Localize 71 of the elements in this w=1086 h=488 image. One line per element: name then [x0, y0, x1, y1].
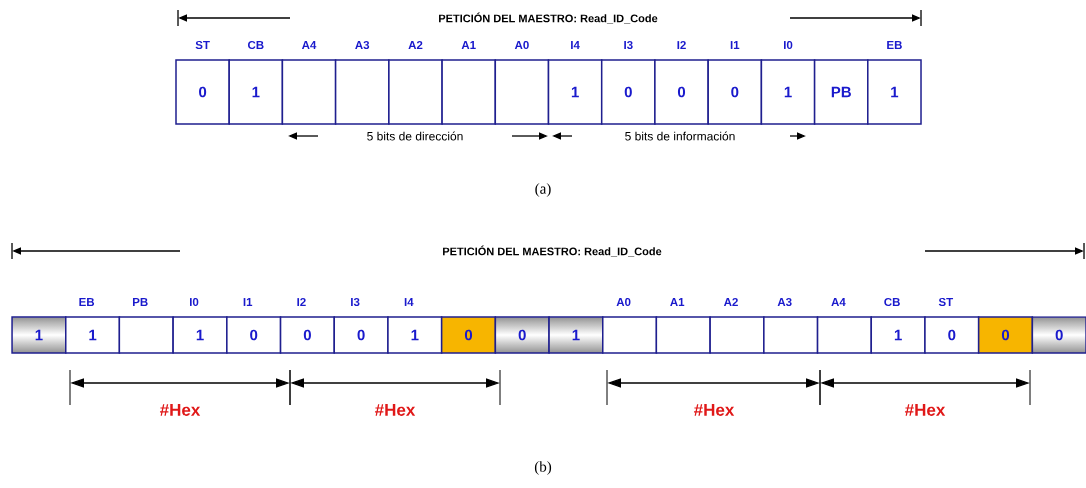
bit-label: EB [77, 297, 96, 307]
bit-label: A4 [300, 40, 318, 50]
bit-cell [763, 316, 819, 354]
bit-cell: 0 [600, 59, 656, 125]
bit-cell [118, 316, 174, 354]
bit-label: I4 [403, 297, 415, 307]
bit-label: EB [885, 40, 904, 50]
bit-cell: 1 [65, 316, 121, 354]
bit-cell [281, 59, 337, 125]
bit-label: A0 [615, 296, 632, 308]
bit-cell [334, 59, 390, 125]
bit-cell: 1 [548, 316, 604, 354]
bit-cell: 1 [870, 316, 926, 354]
bit-cell: 0 [1031, 316, 1086, 354]
bit-label: CB [882, 296, 902, 308]
bit-cell: 0 [175, 59, 230, 125]
bit-cell: 0 [333, 316, 389, 354]
bit-cell: 0 [226, 316, 282, 354]
panel-caption: (a) [533, 182, 553, 198]
bit-cell: PB [813, 59, 869, 125]
bit-cell: 1 [387, 316, 443, 354]
bit-cell: 1 [867, 59, 922, 125]
bit-label: A1 [668, 297, 686, 307]
bit-label: I4 [569, 40, 581, 50]
bit-label: I2 [295, 297, 308, 307]
bit-cell: 0 [977, 316, 1034, 354]
bit-label: I2 [675, 40, 688, 50]
bit-label: I0 [782, 39, 794, 51]
bit-label: PB [131, 297, 150, 307]
bit-cell: 0 [279, 316, 335, 354]
title-text: PETICIÓN DEL MAESTRO: Read_ID_Code [441, 244, 663, 258]
bit-label: I3 [349, 296, 361, 308]
bit-label: CB [246, 39, 266, 51]
range-label: 5 bits de información [623, 130, 737, 142]
hex-label: #Hex [373, 403, 417, 417]
bit-label: A4 [830, 297, 847, 307]
bit-cell [655, 316, 711, 354]
bit-label: I1 [241, 297, 254, 307]
bit-cell [816, 316, 872, 354]
bit-cell [494, 59, 550, 125]
bit-cell: 1 [172, 316, 228, 354]
bit-cell [709, 316, 765, 354]
bit-label: I0 [188, 296, 200, 308]
bit-cell [388, 59, 443, 125]
range-label: 5 bits de dirección [365, 130, 465, 142]
bit-cell: 1 [547, 59, 603, 125]
hex-label: #Hex [903, 403, 947, 417]
bit-cell: 0 [440, 316, 497, 354]
hex-label: #Hex [158, 403, 202, 417]
bit-cell: 1 [760, 59, 816, 125]
bit-label: A3 [776, 296, 794, 308]
bit-label: A1 [460, 40, 478, 50]
bit-label: I3 [622, 39, 635, 51]
bit-cell [602, 316, 658, 354]
bit-cell: 1 [11, 316, 67, 354]
bit-cell: 0 [494, 316, 550, 354]
bit-label: I1 [729, 40, 741, 50]
bit-label: A2 [407, 40, 424, 50]
bit-cell: 1 [228, 59, 284, 125]
bit-cell: 0 [924, 316, 980, 354]
title-text: PETICIÓN DEL MAESTRO: Read_ID_Code [437, 11, 659, 25]
bit-label: ST [937, 296, 955, 308]
bit-label: ST [194, 39, 211, 51]
bit-cell [441, 59, 497, 125]
bit-label: A0 [513, 39, 531, 51]
panel-caption: (b) [533, 460, 553, 476]
bit-cell: 0 [707, 59, 763, 125]
bit-label: A2 [722, 297, 740, 307]
bit-cell: 0 [654, 59, 709, 125]
hex-label: #Hex [692, 403, 736, 417]
bit-label: A3 [353, 39, 371, 51]
